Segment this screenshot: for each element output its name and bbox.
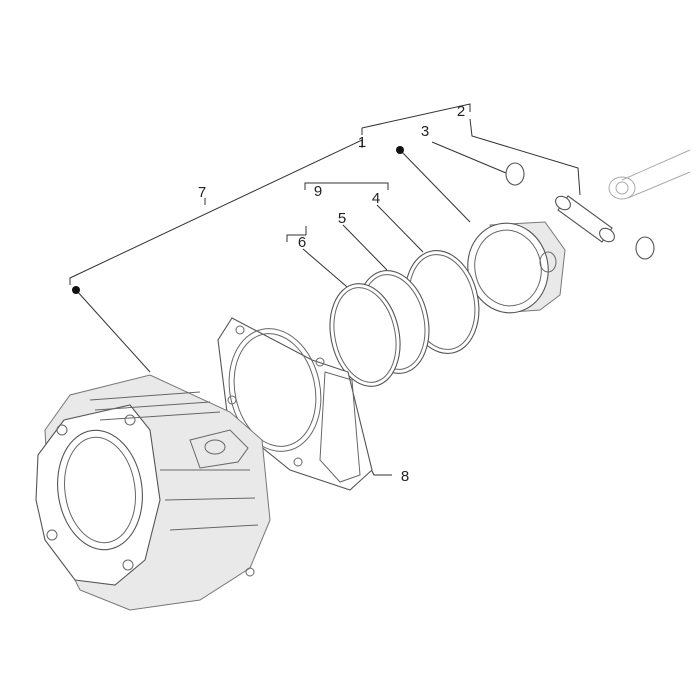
head-gasket-drawing: [217, 317, 373, 491]
leader-piston: [399, 149, 471, 223]
ring-6-drawing: [329, 283, 401, 387]
callout-labels: 1 2 3 4 5 6 7 8 9: [198, 103, 465, 485]
leader-6: [302, 248, 354, 293]
leader-7: [75, 289, 151, 373]
callout-2: 2: [457, 103, 465, 120]
cylinder-block-drawing: [35, 374, 271, 611]
callout-5: 5: [338, 210, 346, 227]
connecting-rod-drawing: [608, 149, 691, 200]
leader-2: [469, 118, 581, 196]
bracket-6: [286, 234, 306, 242]
callout-3: 3: [421, 123, 429, 140]
callout-lines: [69, 103, 581, 476]
callout-4: 4: [372, 190, 380, 207]
leader-4: [376, 204, 424, 253]
leader-5: [342, 224, 388, 271]
bracket-1: [69, 139, 363, 285]
bracket-2: [361, 103, 471, 129]
group-dot-cylinder: [72, 286, 80, 294]
callout-6: 6: [298, 234, 306, 251]
piston-pin-drawing: [555, 195, 615, 243]
callout-8: 8: [401, 468, 409, 485]
callout-7: 7: [198, 184, 206, 201]
clip-lower-drawing: [635, 236, 655, 260]
bracket-9: [304, 182, 389, 190]
callout-9: 9: [314, 183, 322, 200]
group-dot-piston: [396, 146, 404, 154]
leader-3: [431, 141, 507, 174]
clip-upper-drawing: [505, 162, 525, 186]
callout-1: 1: [358, 134, 366, 151]
